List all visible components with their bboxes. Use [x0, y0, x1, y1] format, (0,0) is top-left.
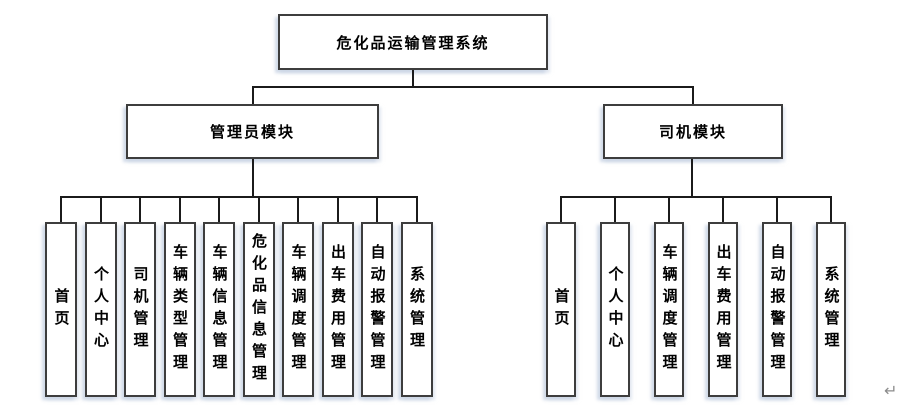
- module-node-admin: 管理员模块: [126, 104, 379, 159]
- leaf-node-label: 出车费用管理: [329, 243, 346, 376]
- leaf-node: 系统管理: [816, 222, 846, 397]
- leaf-node: 系统管理: [400, 222, 433, 397]
- connector-leaf-stub: [376, 197, 378, 222]
- leaf-node: 自动报警管理: [762, 222, 792, 397]
- connector-leaf-stub: [614, 197, 616, 222]
- connector-leaf-stub: [668, 197, 670, 222]
- leaf-node: 车辆类型管理: [163, 222, 196, 397]
- leaf-node-label: 个人中心: [92, 265, 109, 354]
- leaf-node: 自动报警管理: [361, 222, 393, 397]
- connector-admin-bus: [60, 196, 418, 198]
- root-node: 危化品运输管理系统: [278, 14, 548, 70]
- leaf-node-label: 自动报警管理: [368, 243, 386, 376]
- connector-leaf-stub: [60, 197, 62, 222]
- leaf-node: 车辆信息管理: [203, 222, 235, 397]
- leaf-node-label: 系统管理: [408, 265, 425, 354]
- connector-leaf-stub: [776, 197, 778, 222]
- connector-leaf-stub: [139, 197, 141, 222]
- module-node-admin-label: 管理员模块: [209, 124, 295, 141]
- leaf-node: 司机管理: [124, 222, 156, 397]
- connector-leaf-stub: [297, 197, 299, 222]
- leaf-node: 个人中心: [84, 222, 117, 397]
- connector-leaf-stub: [830, 197, 832, 222]
- module-node-driver-label: 司机模块: [658, 124, 727, 141]
- leaf-node-label: 出车费用管理: [714, 243, 732, 376]
- connector-admin-stub: [252, 159, 254, 197]
- connector-admin-drop: [252, 86, 254, 105]
- leaf-node-label: 司机管理: [131, 265, 149, 354]
- connector-leaf-stub: [99, 197, 102, 222]
- connector-root-stub: [412, 70, 414, 88]
- leaf-node: 车辆调度管理: [654, 222, 684, 397]
- connector-driver-drop: [692, 86, 694, 105]
- leaf-node-label: 车辆调度管理: [289, 243, 307, 376]
- connector-branch-horizontal: [252, 86, 694, 88]
- root-node-label: 危化品运输管理系统: [336, 34, 490, 52]
- leaf-node-label: 车辆调度管理: [660, 243, 678, 376]
- leaf-node-label: 系统管理: [822, 265, 840, 354]
- leaf-node: 出车费用管理: [321, 222, 354, 397]
- leaf-node-label: 首页: [552, 287, 570, 332]
- connector-leaf-stub: [257, 197, 260, 222]
- leaf-node-label: 危化品信息管理: [250, 232, 267, 387]
- leaf-node: 车辆调度管理: [282, 222, 314, 397]
- module-node-driver: 司机模块: [603, 104, 783, 159]
- leaf-node: 出车费用管理: [708, 222, 738, 397]
- leaf-node-label: 自动报警管理: [768, 243, 786, 376]
- connector-leaf-stub: [560, 197, 562, 222]
- leaf-node-label: 车辆类型管理: [171, 243, 188, 376]
- leaf-node: 首页: [546, 222, 576, 397]
- leaf-node-label: 首页: [52, 287, 70, 332]
- connector-leaf-stub: [218, 197, 220, 222]
- leaf-node: 个人中心: [600, 222, 630, 397]
- connector-leaf-stub: [415, 197, 418, 222]
- leaf-node: 首页: [45, 222, 77, 397]
- connector-leaf-stub: [178, 197, 181, 222]
- leaf-node-label: 车辆信息管理: [210, 243, 228, 376]
- leaf-node-label: 个人中心: [606, 265, 624, 354]
- connector-driver-bus: [560, 196, 832, 198]
- leaf-node: 危化品信息管理: [242, 222, 275, 397]
- line-break-mark: ↵: [884, 383, 898, 400]
- connector-driver-stub: [691, 159, 693, 197]
- connector-leaf-stub: [722, 197, 724, 222]
- connector-leaf-stub: [336, 197, 339, 222]
